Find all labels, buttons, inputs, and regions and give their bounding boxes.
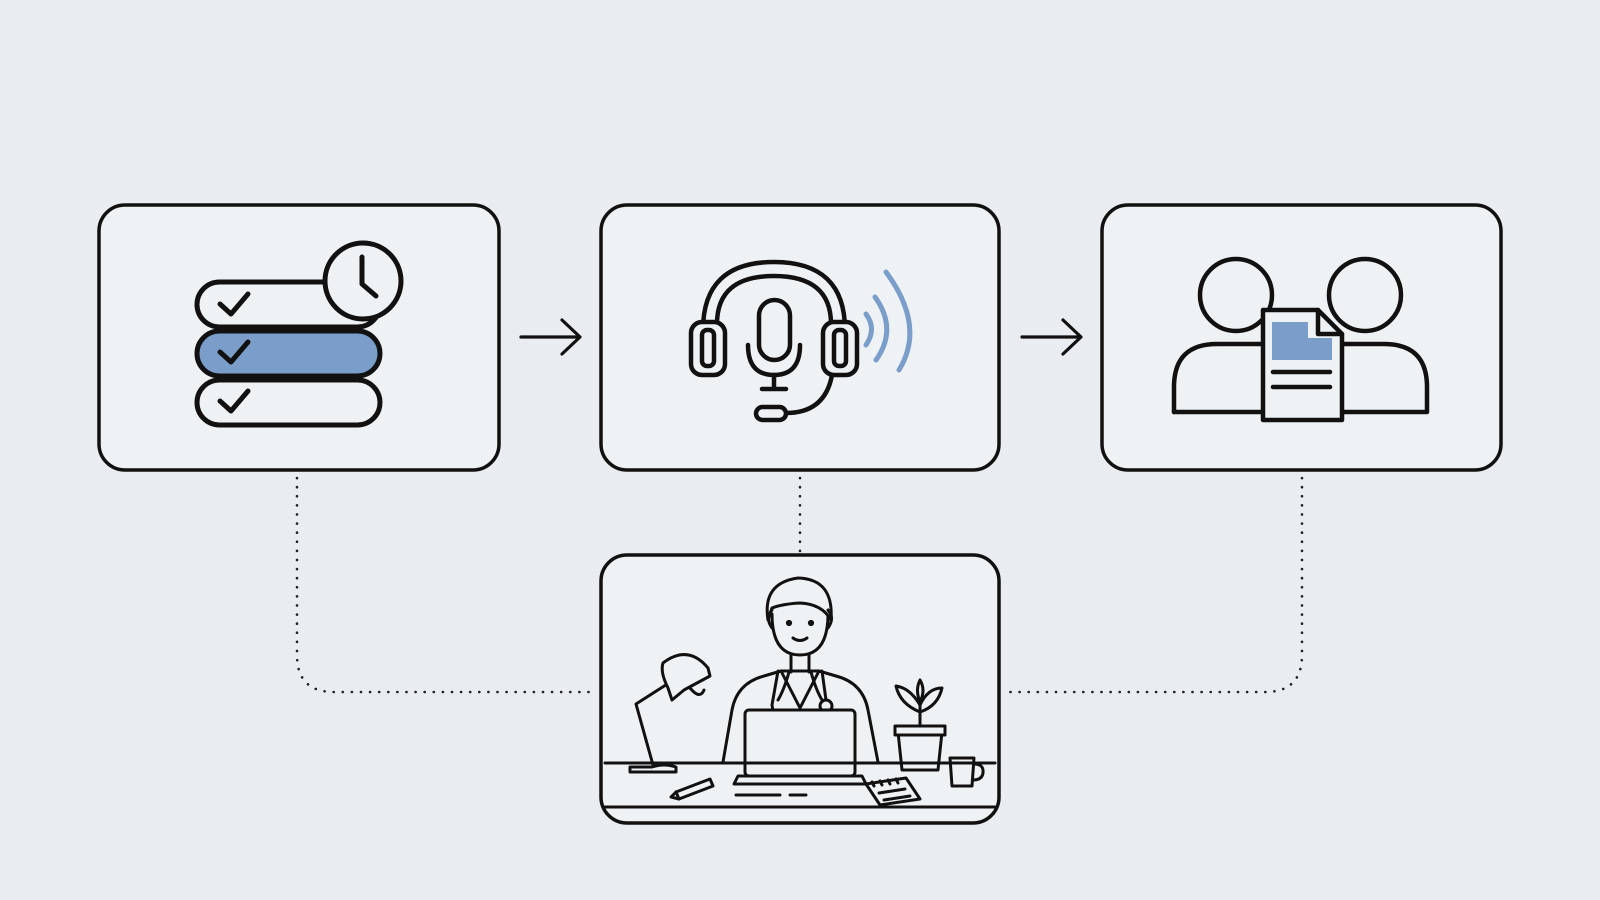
connector-left [295, 476, 594, 694]
coffee-mug-icon [948, 756, 985, 788]
people-document-icon [1171, 256, 1430, 423]
headset-microphone-icon [688, 259, 913, 423]
microphone-capsule [756, 297, 793, 363]
notepad-icon [864, 776, 922, 807]
checklist-row-3 [194, 377, 383, 428]
checklist-row-2-highlighted [194, 328, 383, 379]
person-right-head [1326, 256, 1404, 334]
arrow-right-icon [519, 318, 582, 356]
potted-plant-icon [893, 678, 947, 772]
earcup-left [688, 319, 728, 378]
connector-right [1006, 476, 1304, 694]
person-left-head [1197, 256, 1275, 334]
pen-icon [669, 777, 715, 801]
arrow-right-icon [1020, 318, 1083, 356]
laptop-icon [732, 708, 868, 786]
dotted-connectors [295, 476, 1304, 694]
clock-icon [322, 240, 404, 322]
check-icon [217, 291, 251, 414]
sound-waves-icon [863, 269, 913, 373]
doctor-at-desk-illustration [603, 576, 997, 809]
headband [700, 259, 848, 333]
step-card-2 [599, 203, 1001, 472]
desk-lamp-icon [628, 653, 712, 774]
doctor-face [770, 612, 830, 657]
step-card-2-frame [599, 203, 1001, 472]
earcup-right [820, 319, 860, 378]
checklist-clock-icon [194, 240, 404, 428]
document-icon [1260, 307, 1345, 423]
